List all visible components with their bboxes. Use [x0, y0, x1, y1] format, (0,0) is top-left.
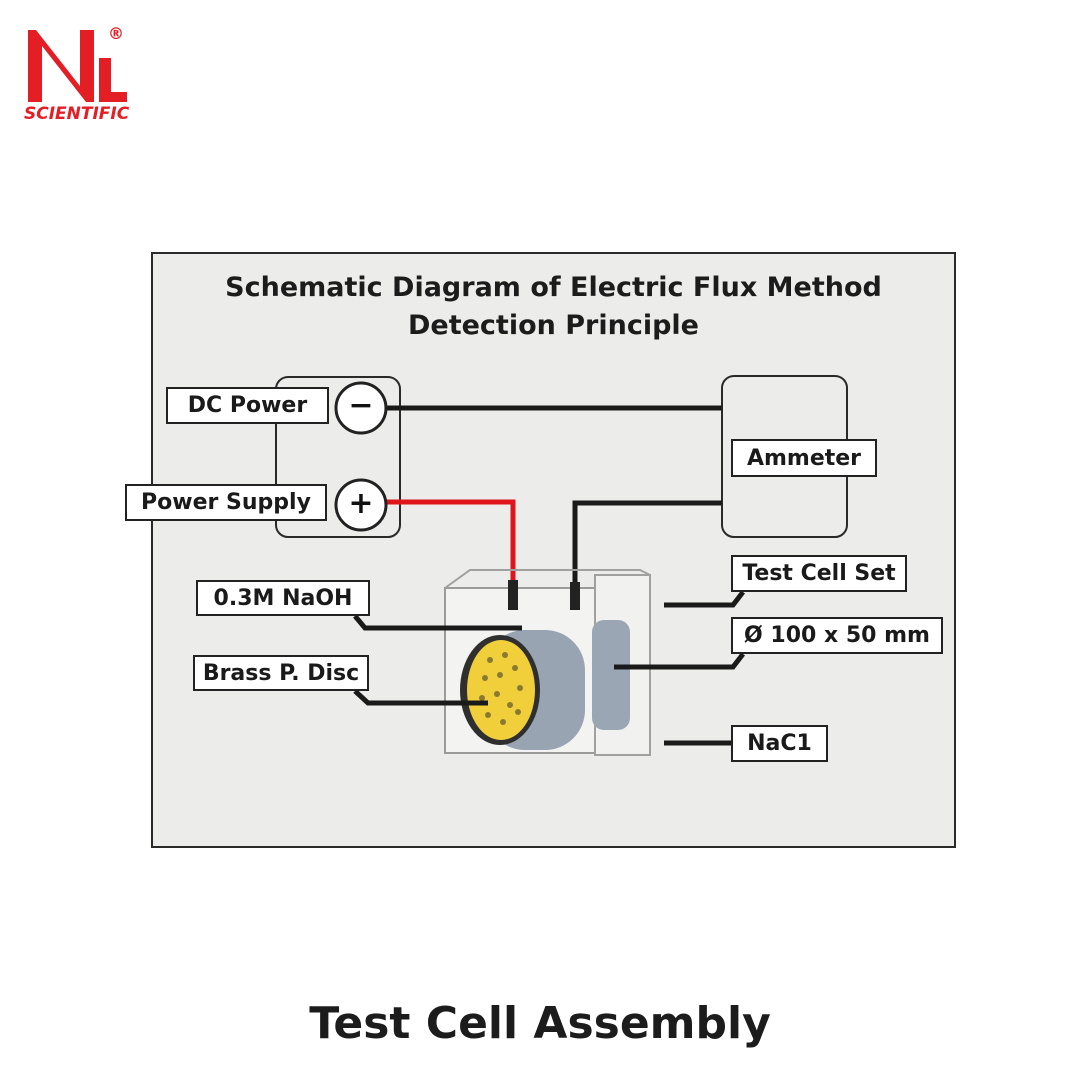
label-dc-power: DC Power — [166, 387, 329, 424]
positive-wire — [386, 499, 516, 582]
test-cell-leader — [664, 590, 745, 608]
brass-leader — [353, 689, 488, 706]
label-naoh: 0.3M NaOH — [196, 580, 370, 616]
power-supply-box — [275, 376, 401, 538]
brand-logo: ® SCIENTIFIC — [24, 24, 134, 126]
plus-icon: + — [348, 486, 374, 521]
label-ammeter: Ammeter — [731, 439, 877, 477]
registered-mark: ® — [108, 24, 124, 43]
naoh-leader — [353, 614, 522, 631]
test-cell-illustration — [444, 569, 651, 756]
logo-subtext: SCIENTIFIC — [24, 104, 130, 124]
caption: Test Cell Assembly — [309, 998, 771, 1049]
diagram-title-line2: Detection Principle — [407, 310, 699, 341]
label-brass-disc: Brass P. Disc — [193, 655, 369, 691]
minus-icon: − — [348, 388, 374, 423]
positive-terminal — [334, 478, 388, 532]
label-nacl: NaC1 — [731, 725, 828, 762]
ammeter-wire — [572, 500, 722, 586]
diagram-title-line1: Schematic Diagram of Electric Flux Metho… — [225, 272, 882, 303]
negative-terminal — [334, 381, 388, 435]
label-dimensions: Ø 100 x 50 mm — [731, 617, 943, 654]
label-test-cell-set: Test Cell Set — [731, 555, 907, 592]
dimension-leader — [614, 652, 745, 670]
label-power-supply: Power Supply — [125, 484, 327, 521]
nl-logo-mark — [28, 30, 127, 102]
